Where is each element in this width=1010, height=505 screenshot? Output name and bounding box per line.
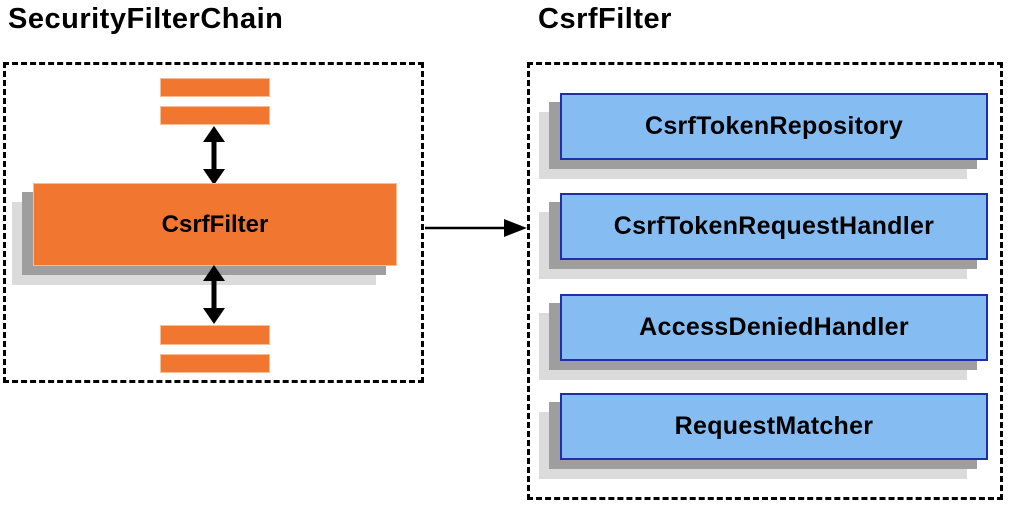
component-label: CsrfTokenRepository bbox=[644, 112, 904, 140]
component-label: AccessDeniedHandler bbox=[639, 313, 909, 341]
csrf-filter-box-label: CsrfFilter bbox=[161, 210, 269, 238]
double-headed-vertical-arrow-icon bbox=[200, 265, 228, 324]
filter-placeholder-bar bbox=[160, 354, 270, 373]
filter-placeholder-bar bbox=[160, 78, 270, 97]
security-filter-chain-panel bbox=[3, 62, 424, 383]
double-headed-vertical-arrow-icon bbox=[200, 126, 228, 185]
component-label: CsrfTokenRequestHandler bbox=[613, 212, 935, 240]
component-box-csrf-token-repository: CsrfTokenRepository bbox=[560, 93, 988, 160]
right-arrow-icon bbox=[424, 214, 528, 242]
component-box-request-matcher: RequestMatcher bbox=[560, 393, 988, 460]
csrf-filter-box: CsrfFilter bbox=[33, 183, 397, 266]
filter-placeholder-bar bbox=[160, 106, 270, 125]
component-label: RequestMatcher bbox=[674, 412, 874, 440]
component-box-csrf-token-request-handler: CsrfTokenRequestHandler bbox=[560, 193, 988, 260]
right-panel-title: CsrfFilter bbox=[538, 3, 672, 35]
component-box-access-denied-handler: AccessDeniedHandler bbox=[560, 294, 988, 361]
left-panel-title: SecurityFilterChain bbox=[8, 3, 284, 35]
csrf-filter-panel bbox=[527, 62, 1003, 500]
filter-placeholder-bar bbox=[160, 325, 270, 345]
